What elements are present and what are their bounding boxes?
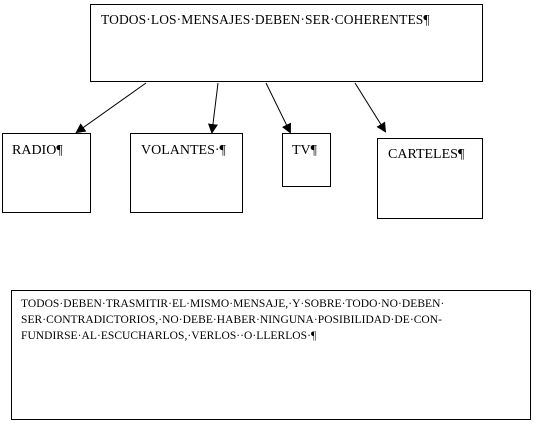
carteles-box: CARTELES¶ xyxy=(377,138,483,219)
top-message-box: TODOS·LOS·MENSAJES·DEBEN·SER·COHERENTES¶ xyxy=(90,4,483,82)
arrow-to-volantes xyxy=(208,82,219,134)
arrow-to-radio xyxy=(75,82,147,134)
radio-label: RADIO¶ xyxy=(12,143,63,158)
volantes-box: VOLANTES·¶ xyxy=(130,133,243,213)
top-message-text: TODOS·LOS·MENSAJES·DEBEN·SER·COHERENTES¶ xyxy=(101,12,430,27)
bottom-message-line: TODOS·DEBEN·TRASMITIR·EL·MISMO·MENSAJE,·… xyxy=(21,298,445,310)
bottom-message-line: SER·CONTRADICTORIOS,·NO·DEBE·HABER·NINGU… xyxy=(21,314,443,326)
volantes-label: VOLANTES·¶ xyxy=(141,143,226,158)
bottom-message-box: TODOS·DEBEN·TRASMITIR·EL·MISMO·MENSAJE,·… xyxy=(11,290,531,420)
bottom-message-paragraph: TODOS·DEBEN·TRASMITIR·EL·MISMO·MENSAJE,·… xyxy=(21,296,521,344)
arrow-to-carteles xyxy=(354,82,387,133)
radio-box: RADIO¶ xyxy=(2,133,91,213)
bottom-message-line: FUNDIRSE·AL·ESCUCHARLOS,·VERLOS··O·LLERL… xyxy=(21,330,317,342)
carteles-label: CARTELES¶ xyxy=(388,147,465,162)
tv-box: TV¶ xyxy=(282,133,331,187)
arrow-to-tv xyxy=(265,82,291,134)
tv-label: TV¶ xyxy=(292,143,318,158)
